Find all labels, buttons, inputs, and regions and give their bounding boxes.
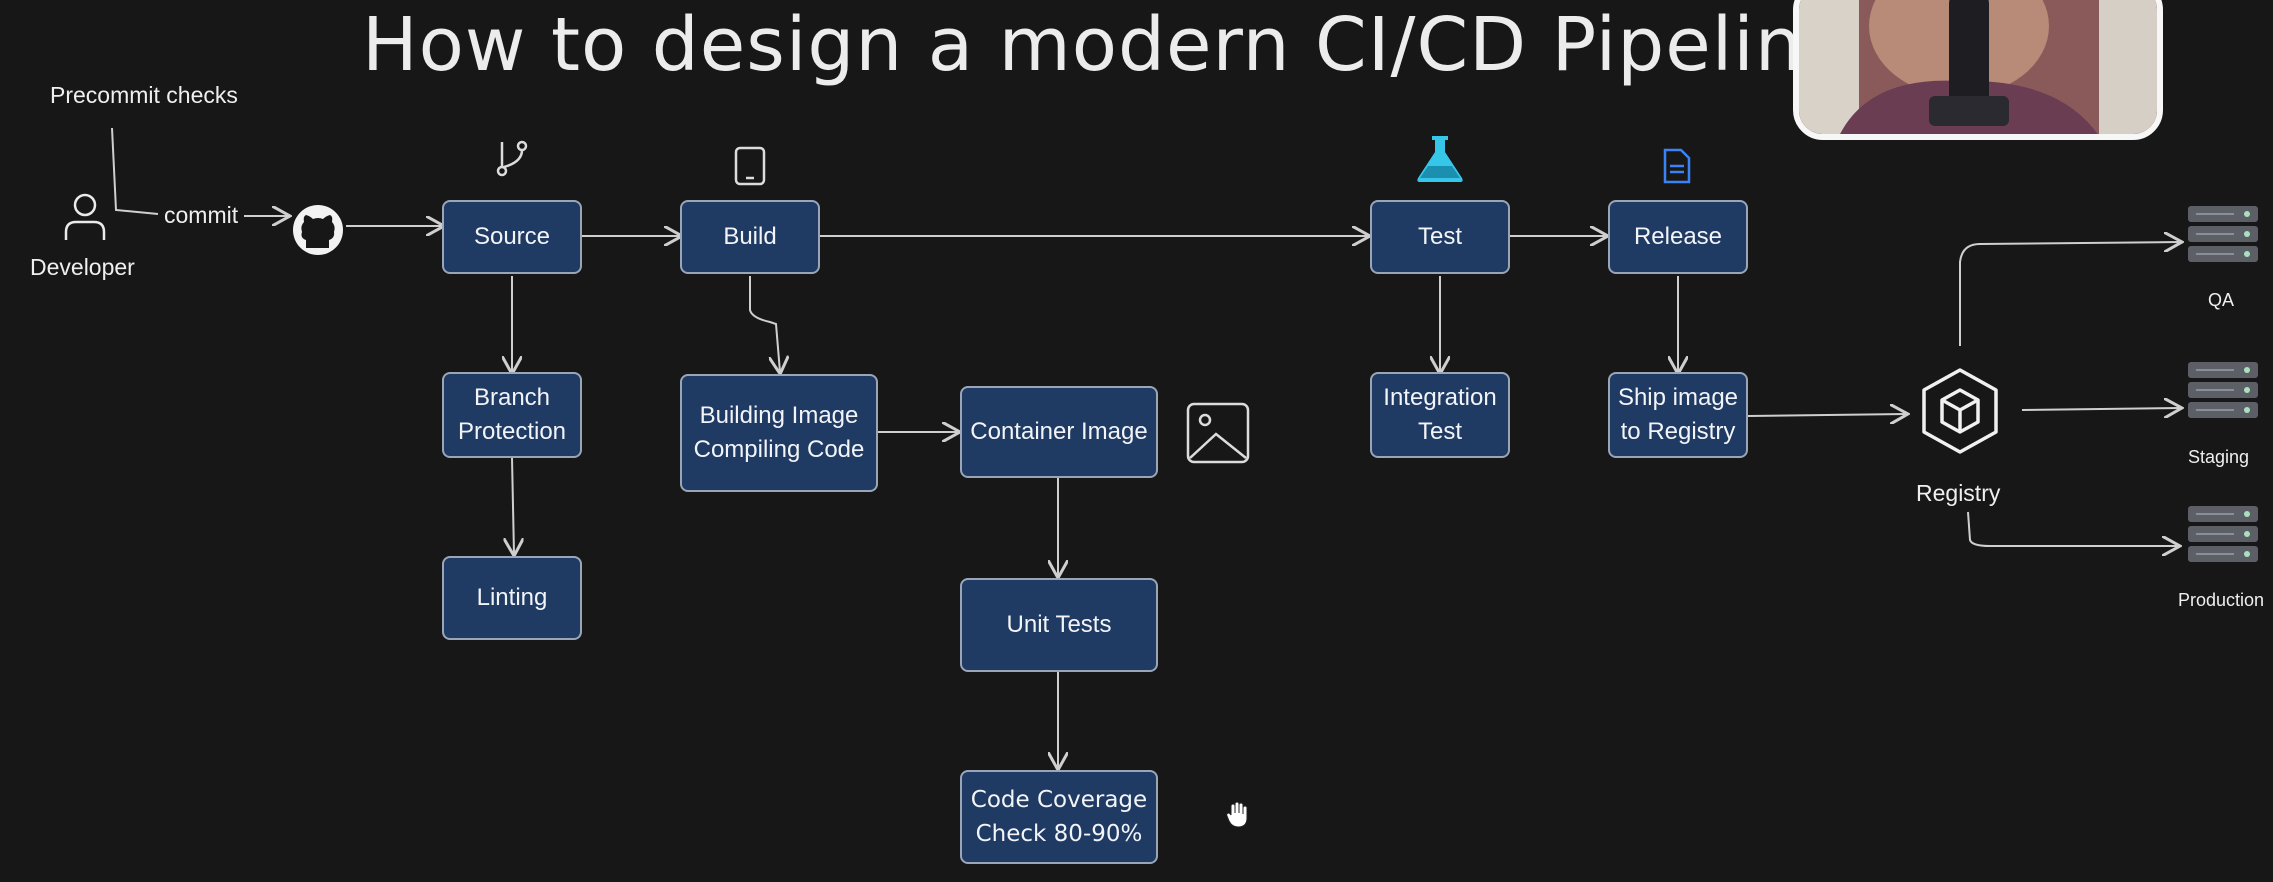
precommit-label: Precommit checks	[50, 82, 238, 108]
webcam-overlay	[1793, 0, 2163, 140]
commit-label: commit	[164, 202, 239, 228]
git-branch-icon	[496, 140, 528, 177]
container-image-box[interactable]: Container Image	[960, 386, 1158, 478]
github-icon	[293, 205, 343, 255]
code-coverage-box[interactable]: Code Coverage Check 80-90%	[960, 770, 1158, 864]
ship-image-box[interactable]: Ship image to Registry	[1608, 372, 1748, 458]
branch-protection-box[interactable]: Branch Protection	[442, 372, 582, 458]
person-icon	[64, 193, 106, 240]
staging-label: Staging	[2188, 447, 2250, 467]
production-label: Production	[2178, 590, 2265, 610]
source-box[interactable]: Source	[442, 200, 582, 274]
page-title: How to design a modern CI/CD Pipeline	[362, 2, 1850, 88]
developer-label: Developer	[30, 254, 135, 280]
qa-label: QA	[2208, 290, 2235, 310]
flask-icon	[1417, 136, 1463, 182]
building-image-box[interactable]: Building Image Compiling Code	[680, 374, 878, 492]
unit-tests-box[interactable]: Unit Tests	[960, 578, 1158, 672]
production-server-icon	[2188, 506, 2258, 566]
staging-server-icon	[2188, 362, 2258, 422]
test-box[interactable]: Test	[1370, 200, 1510, 274]
qa-server-icon	[2188, 206, 2258, 266]
document-icon	[1663, 148, 1691, 184]
registry-label: Registry	[1916, 480, 2001, 506]
release-box[interactable]: Release	[1608, 200, 1748, 274]
integration-test-box[interactable]: Integration Test	[1370, 372, 1510, 458]
image-icon	[1186, 402, 1250, 464]
build-box[interactable]: Build	[680, 200, 820, 274]
linting-box[interactable]: Linting	[442, 556, 582, 640]
cube-icon	[1922, 368, 1998, 454]
hand-cursor-icon	[1226, 802, 1248, 828]
tablet-icon	[734, 146, 766, 186]
